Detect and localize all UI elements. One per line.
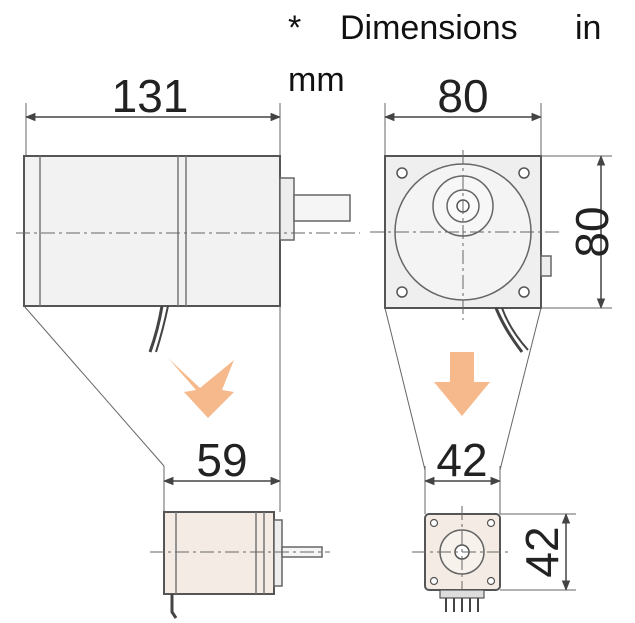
large-motor-body (23, 155, 281, 307)
down-arrow-right (434, 352, 490, 416)
dim-label-large-width: 80 (437, 70, 488, 122)
note-dimensions-word: Dimensions (340, 9, 518, 47)
note-asterisk: * (288, 9, 302, 47)
dim-label-small-length: 59 (196, 434, 247, 486)
large-motor-front-view: 80 80 (370, 70, 618, 353)
small-motor-front-view: 42 42 (412, 434, 576, 612)
dim-label-large-height: 80 (566, 206, 618, 257)
small-motor-body (163, 511, 275, 595)
note-in-word: in (575, 9, 602, 47)
dim-label-small-height: 42 (516, 526, 568, 577)
note-unit: mm (288, 61, 345, 99)
large-motor-side-view: 131 (16, 70, 360, 353)
down-arrow-left (168, 358, 234, 418)
dim-label-large-length: 131 (112, 70, 189, 122)
dim-label-small-width: 42 (436, 434, 487, 486)
small-motor-side-view: 59 (150, 434, 330, 619)
large-motor-cable (148, 305, 164, 353)
large-motor-shaft (293, 194, 351, 222)
